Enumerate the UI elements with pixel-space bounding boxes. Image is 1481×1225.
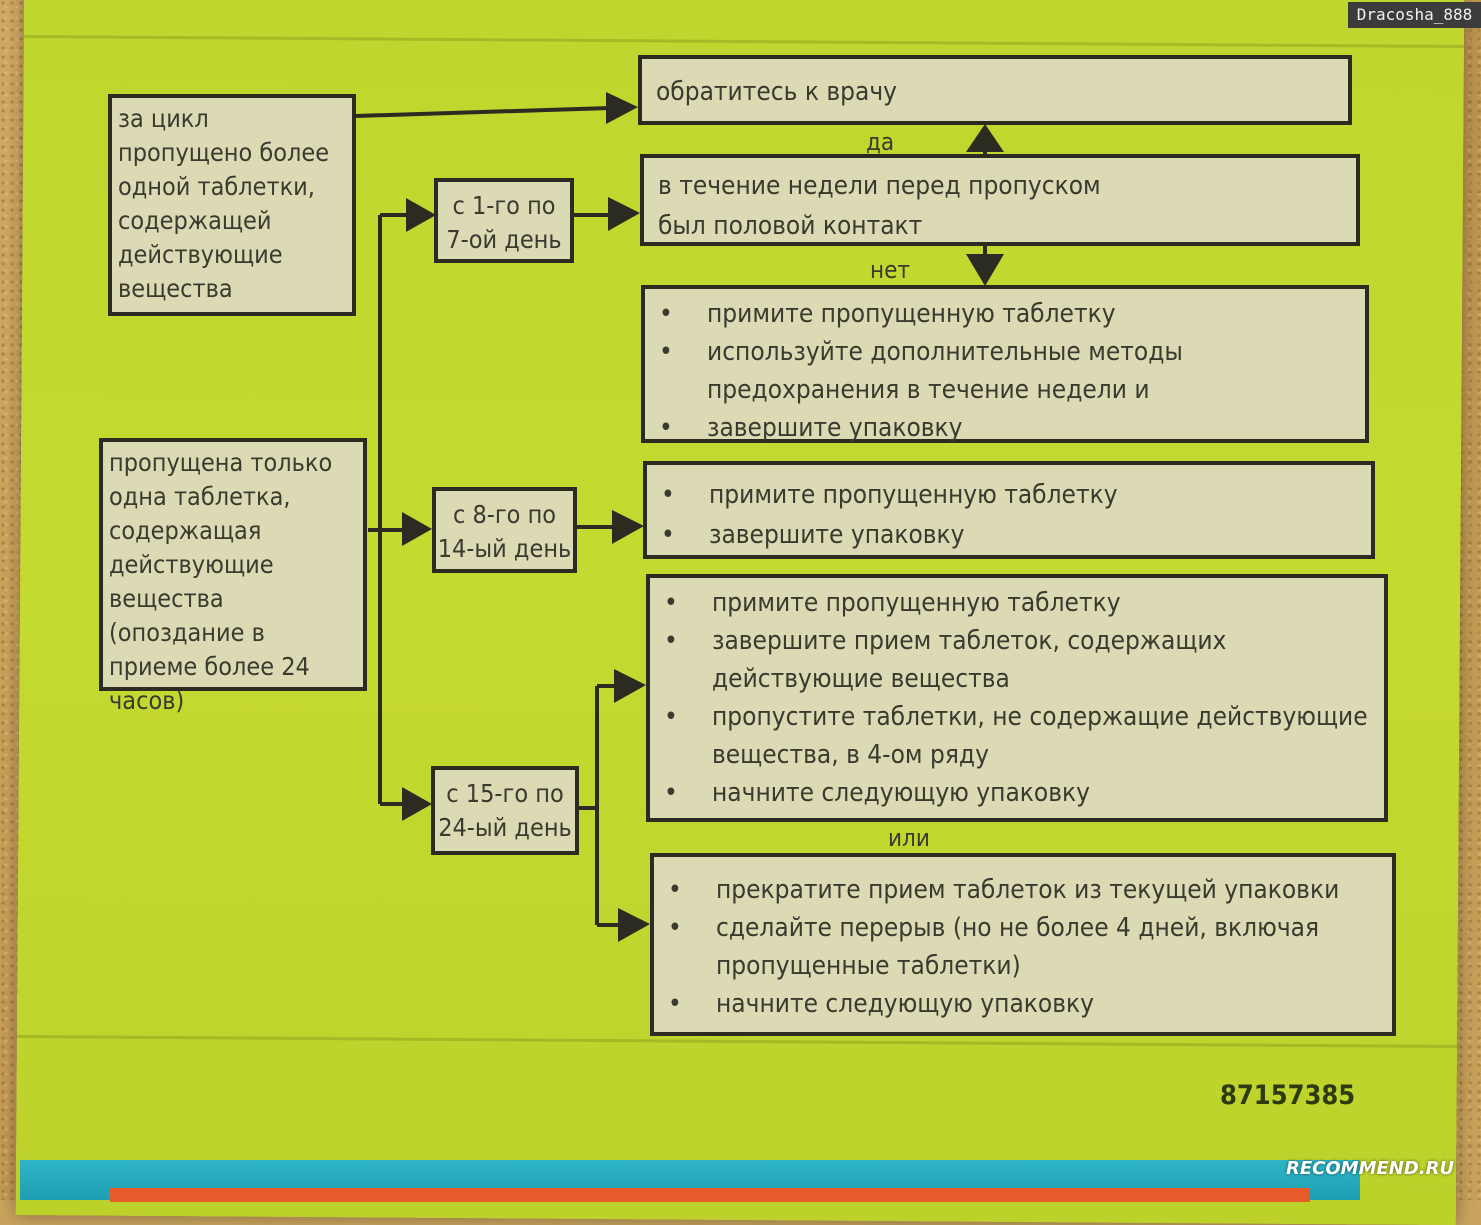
one-missed-box: пропущена только одна таблетка, содержащ…: [99, 438, 367, 715]
list-item: начните следующую упаковку: [668, 985, 1378, 1023]
no-label: нет: [870, 256, 910, 284]
week3-option-b-box: прекратите прием таблеток из текущей упа…: [650, 853, 1396, 1036]
week1-list: примите пропущенную таблетку используйте…: [659, 295, 1351, 447]
week3-option-a-list: примите пропущенную таблетку завершите п…: [664, 584, 1370, 812]
consult-doctor-box: обратитесь к врачу: [638, 55, 1352, 125]
sexual-contact-line-1: в течение недели перед пропуском: [658, 171, 1101, 201]
list-item: прекратите прием таблеток из текущей упа…: [668, 871, 1378, 909]
list-item: примите пропущенную таблетку: [664, 584, 1370, 622]
package-strip: [110, 1188, 1310, 1202]
day-8-14-box: с 8-го по 14-ый день: [432, 487, 577, 573]
day-8-14-label: с 8-го по 14-ый день: [437, 500, 572, 563]
list-item: завершите упаковку: [661, 515, 1357, 555]
week2-list: примите пропущенную таблетку завершите у…: [661, 475, 1357, 555]
consult-doctor-text: обратитесь к врачу: [656, 77, 898, 107]
list-item: сделайте перерыв (но не более 4 дней, вк…: [668, 909, 1378, 985]
week3-option-a-box: примите пропущенную таблетку завершите п…: [646, 574, 1388, 822]
list-item: завершите упаковку: [659, 409, 1351, 447]
day-1-7-box: с 1-го по 7-ой день: [434, 178, 574, 263]
list-item: пропустите таблетки, не содержащие дейст…: [664, 698, 1370, 774]
product-code: 87157385: [1220, 1080, 1356, 1111]
list-item: начните следующую упаковку: [664, 774, 1370, 812]
sexual-contact-box: в течение недели перед пропуском был пол…: [640, 154, 1360, 246]
more-than-one-missed-box: за цикл пропущено более одной таблетки, …: [108, 94, 356, 316]
yes-label: да: [866, 128, 895, 156]
site-logo: RECOMMEND.RU: [1286, 1158, 1455, 1179]
list-item: примите пропущенную таблетку: [661, 475, 1357, 515]
week2-instructions-box: примите пропущенную таблетку завершите у…: [643, 461, 1375, 559]
week3-option-b-list: прекратите прием таблеток из текущей упа…: [668, 871, 1378, 1023]
day-15-24-label: с 15-го по 24-ый день: [438, 779, 572, 842]
list-item: используйте дополнительные методы предох…: [659, 333, 1351, 409]
or-label: или: [888, 824, 930, 852]
list-item: завершите прием таблеток, содержащих дей…: [664, 622, 1370, 698]
day-15-24-box: с 15-го по 24-ый день: [431, 766, 579, 855]
day-1-7-label: с 1-го по 7-ой день: [446, 191, 562, 254]
one-missed-text: пропущена только одна таблетка, содержащ…: [109, 448, 333, 715]
more-than-one-missed-text: за цикл пропущено более одной таблетки, …: [118, 104, 330, 303]
flow-connectors: [355, 92, 1004, 942]
sexual-contact-line-2: был половой контакт: [658, 211, 923, 241]
list-item: примите пропущенную таблетку: [659, 295, 1351, 333]
week1-instructions-box: примите пропущенную таблетку используйте…: [641, 285, 1369, 447]
author-watermark: Dracosha_888: [1348, 2, 1481, 28]
